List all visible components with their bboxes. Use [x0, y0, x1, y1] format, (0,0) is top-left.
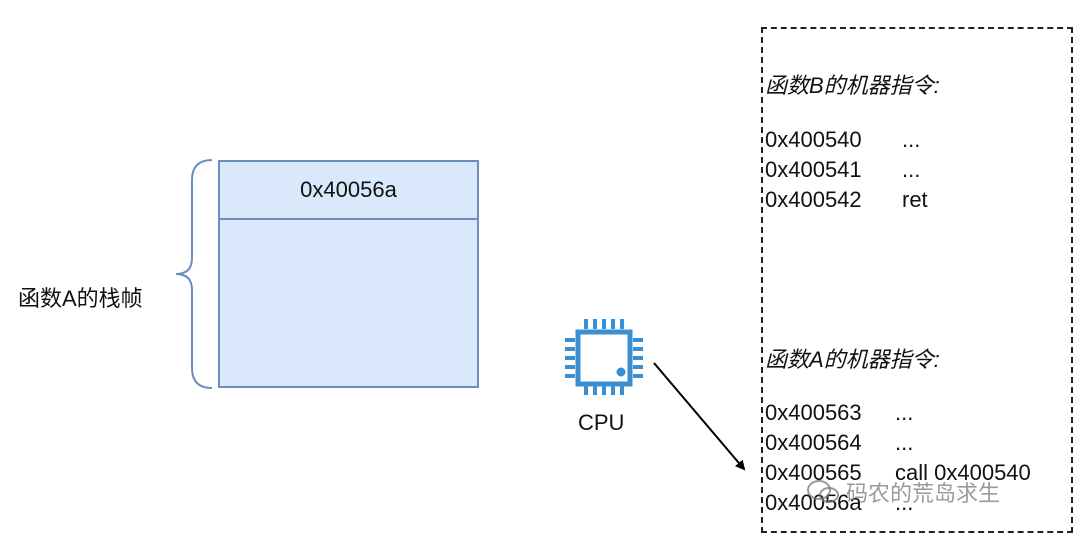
func-a-instructions: 0x400563 ... 0x400564 ... 0x400565 call … [765, 398, 1031, 518]
stack-frame-label: 函数A的栈帧 [18, 286, 143, 311]
return-address-value: 0x40056a [300, 177, 397, 202]
instruction-op: ... [895, 490, 914, 515]
instruction-op: ... [902, 127, 921, 152]
instruction-row: 0x400542 ret [765, 185, 928, 215]
instruction-row: 0x400564 ... [765, 428, 1031, 458]
instruction-address: 0x400563 [765, 400, 862, 425]
cpu-chip-icon [565, 319, 643, 395]
instruction-address: 0x400540 [765, 127, 862, 152]
instruction-address: 0x400542 [765, 187, 862, 212]
instruction-op: call 0x400540 [895, 460, 1031, 485]
instruction-row: 0x40056a ... [765, 488, 1031, 518]
pc-arrow [653, 362, 746, 471]
stack-frame: 0x40056a [218, 160, 479, 388]
instruction-row: 0x400563 ... [765, 398, 1031, 428]
instruction-op: ... [895, 400, 914, 425]
cpu-label: CPU [578, 410, 625, 435]
stack-brace [175, 159, 213, 389]
func-b-title: 函数B的机器指令: [765, 73, 940, 98]
instruction-address: 0x400564 [765, 430, 862, 455]
instruction-op: ... [902, 157, 921, 182]
instruction-address: 0x40056a [765, 490, 862, 515]
instruction-address: 0x400541 [765, 157, 862, 182]
watermark-text: 码农的荒岛求生 [846, 481, 1001, 506]
instruction-row: 0x400541 ... [765, 155, 928, 185]
func-a-title: 函数A的机器指令: [765, 347, 940, 372]
instruction-memory [761, 27, 1073, 533]
wechat-icon [807, 480, 839, 503]
stack-top-cell: 0x40056a [220, 162, 477, 220]
instruction-op: ... [895, 430, 914, 455]
func-b-instructions: 0x400540 ... 0x400541 ... 0x400542 ret [765, 125, 928, 215]
instruction-row: 0x400540 ... [765, 125, 928, 155]
instruction-row: 0x400565 call 0x400540 [765, 458, 1031, 488]
watermark: 码农的荒岛求生 [806, 476, 1000, 508]
instruction-address: 0x400565 [765, 460, 862, 485]
instruction-op: ret [902, 187, 928, 212]
